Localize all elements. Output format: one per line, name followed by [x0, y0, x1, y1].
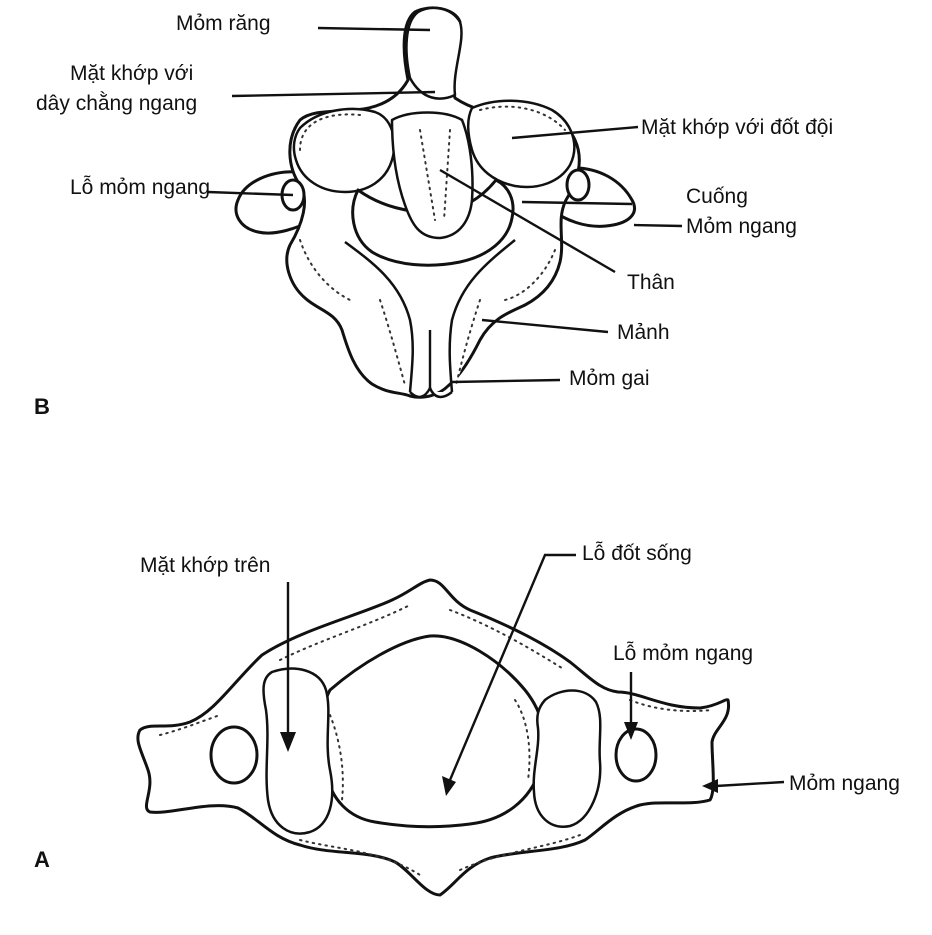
- atlas-right-transverse-foramen: [616, 729, 656, 781]
- label-transverse-foramen-b: Lỗ mỏm ngang: [70, 176, 210, 199]
- label-superior-facet: Mặt khớp trên: [140, 554, 271, 577]
- leader-transverse-process-a: [716, 782, 784, 786]
- leader-transverse-process-b: [634, 225, 682, 226]
- label-transverse-process-a: Mỏm ngang: [789, 772, 900, 795]
- label-body: Thân: [627, 271, 675, 294]
- label-pedicle: Cuống: [686, 185, 748, 208]
- label-transverse-lig-facet-1: Mặt khớp với: [70, 62, 193, 85]
- atlas-left-transverse-foramen: [211, 727, 257, 783]
- label-dens: Mỏm răng: [176, 12, 271, 35]
- label-lamina: Mảnh: [617, 321, 670, 344]
- atlas-drawing: [138, 580, 729, 895]
- leader-spinous-process: [452, 380, 560, 382]
- panel-letter-b: B: [34, 394, 50, 419]
- label-transverse-lig-facet-2: dây chằng ngang: [36, 92, 197, 115]
- left-articular-facet: [294, 109, 394, 192]
- label-spinous-process: Mỏm gai: [569, 367, 650, 390]
- atlas-left-facet: [264, 669, 333, 834]
- dens: [406, 8, 461, 99]
- label-transverse-process-b: Mỏm ngang: [686, 215, 797, 238]
- label-transverse-foramen-a: Lỗ mỏm ngang: [613, 642, 753, 665]
- panel-letter-a: A: [34, 847, 50, 872]
- right-transverse-foramen: [567, 170, 589, 200]
- label-atlas-facet: Mặt khớp với đốt đội: [641, 116, 833, 139]
- label-vertebral-foramen: Lỗ đốt sống: [582, 542, 692, 565]
- leader-lamina: [482, 320, 608, 332]
- atlas-right-facet: [534, 691, 601, 827]
